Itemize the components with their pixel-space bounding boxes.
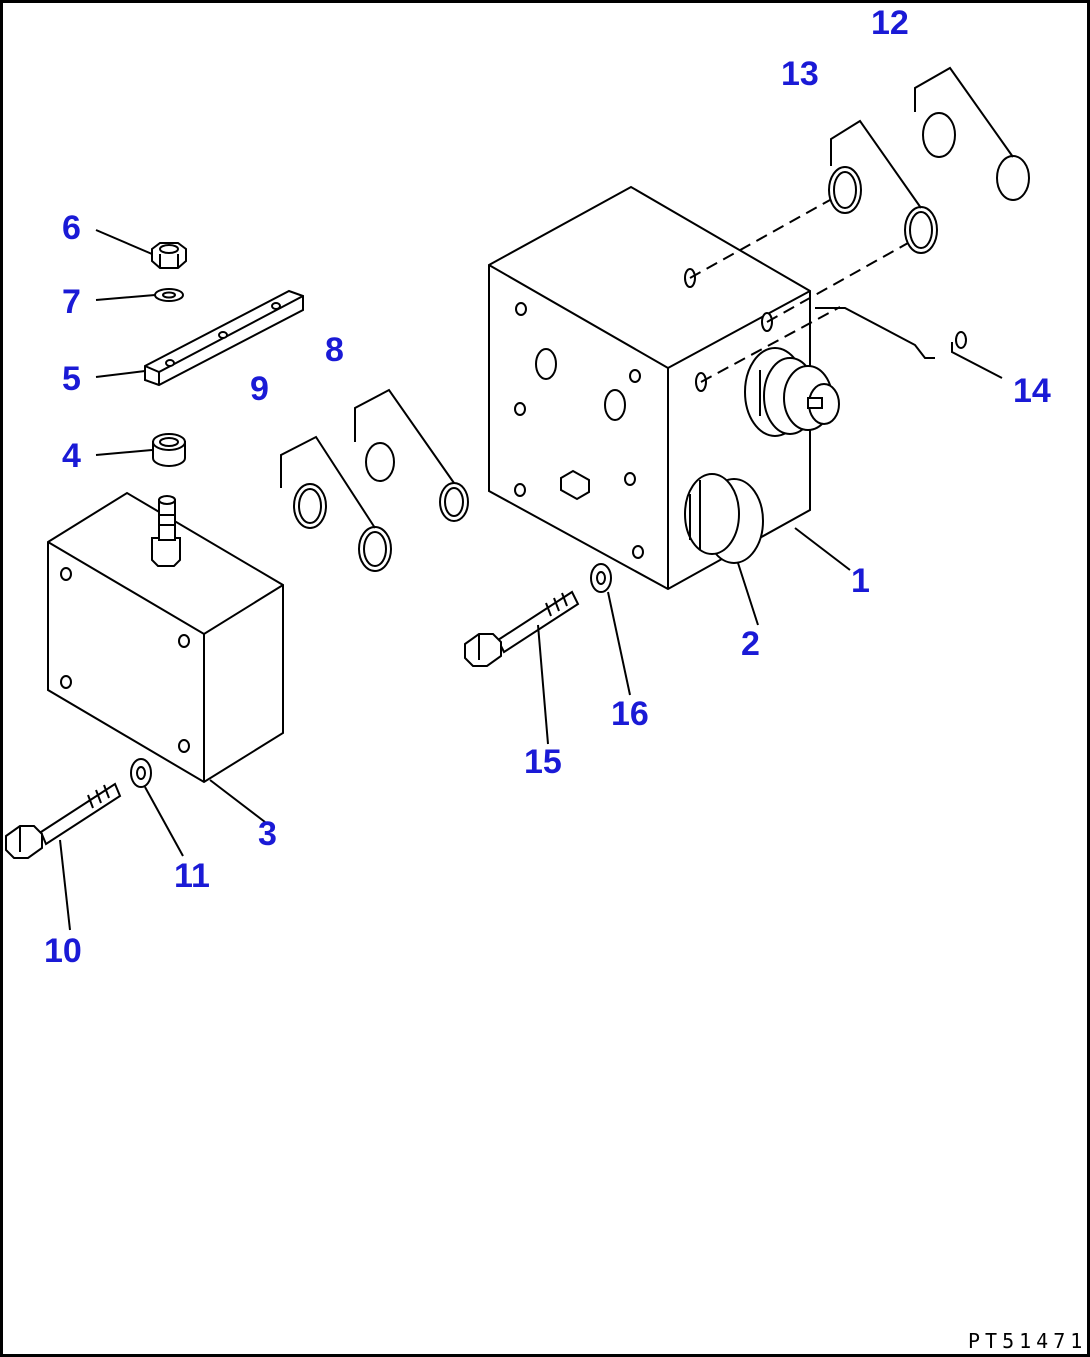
callout-2: 2 (741, 625, 760, 663)
part-9-o-rings (293, 483, 392, 572)
leader-lines (59, 66, 1014, 931)
part-11-washer (130, 758, 152, 788)
part-4-collar (152, 433, 186, 467)
part-5-plate (144, 289, 304, 387)
callout-7: 7 (62, 283, 81, 321)
callout-4: 4 (62, 437, 81, 475)
part-16-washer (590, 563, 612, 593)
callout-3: 3 (258, 815, 277, 853)
callout-6: 6 (62, 209, 81, 247)
part-10-bolt (5, 782, 122, 859)
callout-8: 8 (325, 331, 344, 369)
callout-14: 14 (1013, 372, 1051, 410)
callout-15: 15 (524, 743, 562, 781)
part-7-washer (154, 288, 184, 302)
part-3-block (47, 491, 284, 784)
part-2-plug (684, 473, 764, 564)
part-13-o-rings (828, 166, 938, 254)
callout-12: 12 (871, 4, 909, 42)
part-14-o-ring (955, 331, 967, 349)
callout-1: 1 (851, 562, 870, 600)
part-15-bolt (464, 590, 580, 667)
part-8-o-rings (365, 442, 469, 522)
part-12-o-rings (922, 112, 1030, 201)
callout-numbers: 1 2 3 4 5 6 7 8 9 10 11 12 13 14 15 16 (44, 4, 1051, 970)
callout-13: 13 (781, 55, 819, 93)
callout-9: 9 (250, 370, 269, 408)
callout-16: 16 (611, 695, 649, 733)
callout-10: 10 (44, 932, 82, 970)
part-6-nut (151, 242, 187, 269)
callout-5: 5 (62, 360, 81, 398)
callout-11: 11 (174, 857, 210, 895)
drawing-code: PT51471 (968, 1329, 1087, 1353)
